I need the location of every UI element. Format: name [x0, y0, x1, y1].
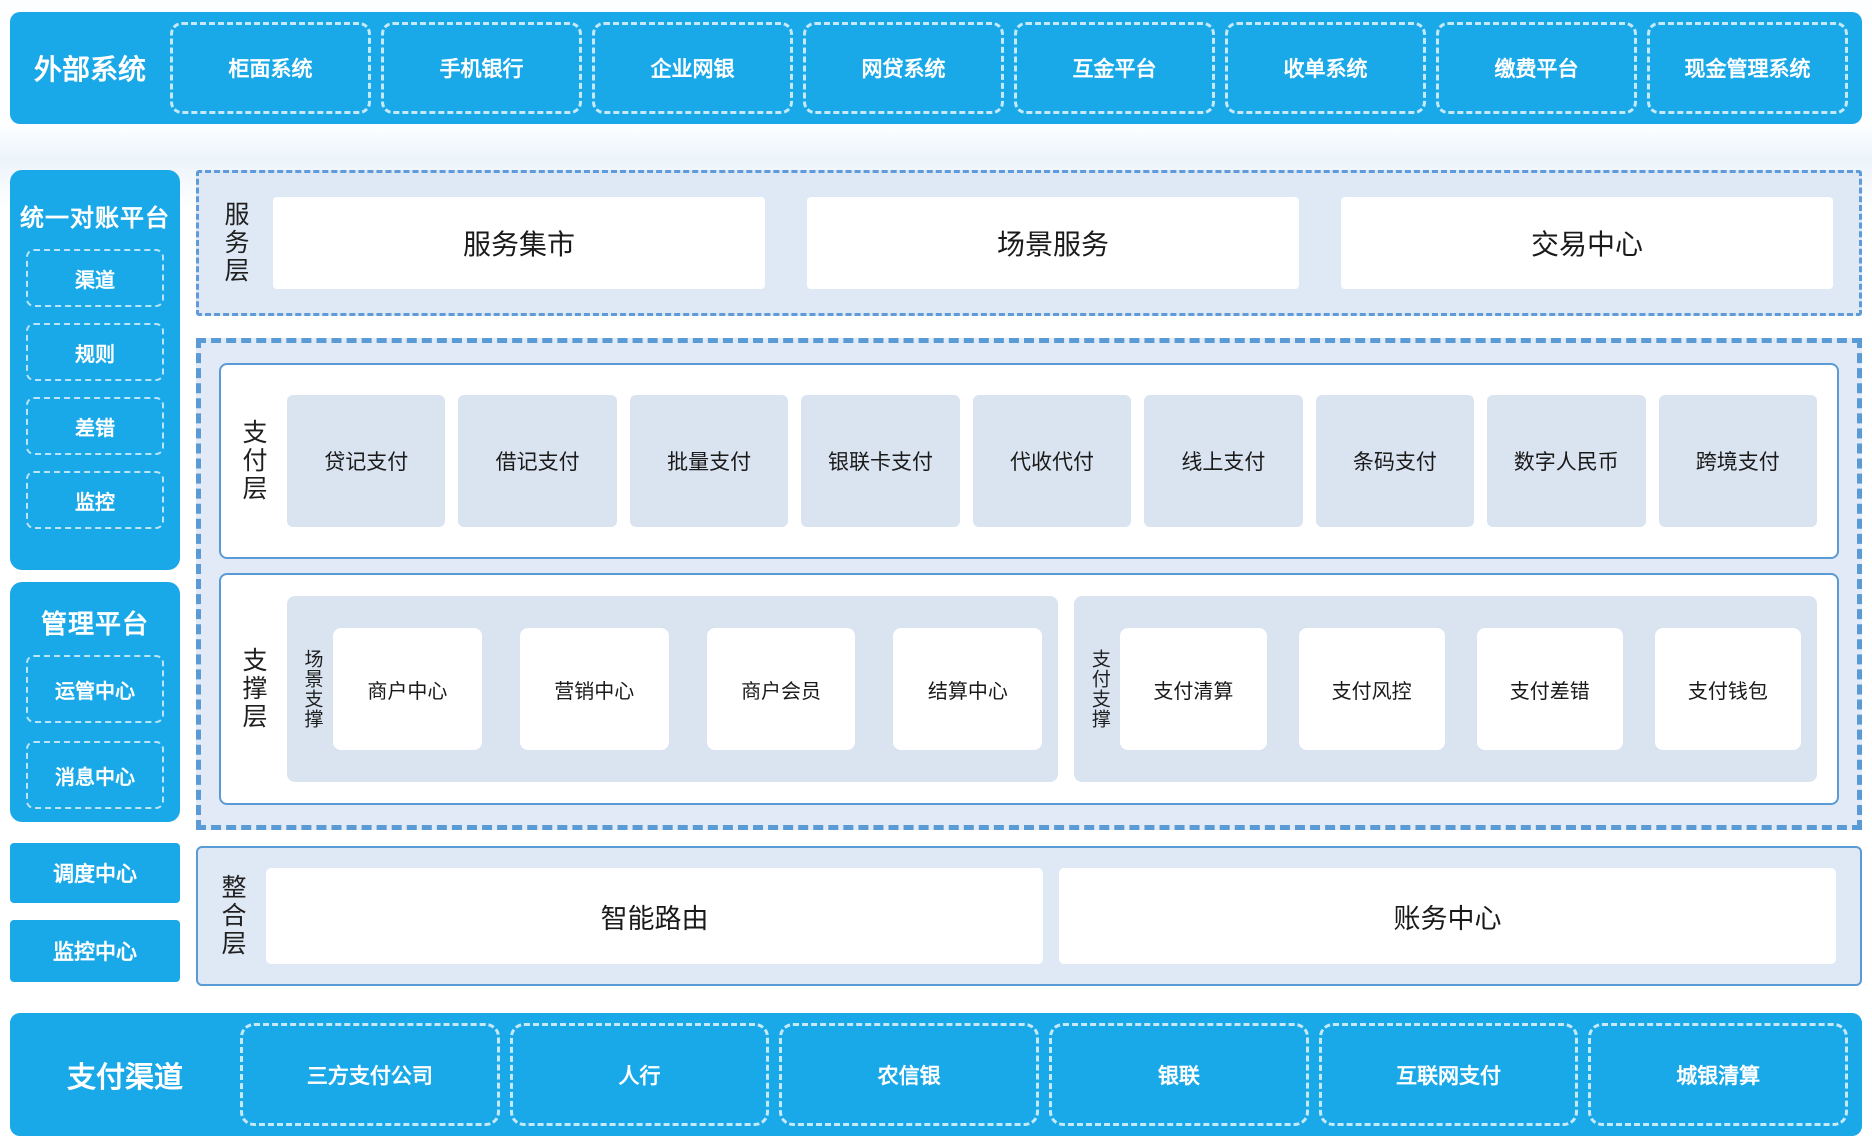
- payment-item: 跨境支付: [1658, 395, 1817, 527]
- payment-item: 批量支付: [629, 395, 789, 527]
- external-systems-items: 柜面系统 手机银行 企业网银 网贷系统 互金平台 收单系统 缴费平台 现金管理系…: [170, 22, 1848, 114]
- integration-layer-items: 智能路由 账务中心: [266, 868, 1836, 964]
- payment-layer-label: 支付层: [239, 419, 267, 503]
- payment-channel-item: 三方支付公司: [240, 1023, 500, 1126]
- payment-support-item: 支付风控: [1298, 628, 1445, 750]
- core-layers-container: 支付层 贷记支付 借记支付 批量支付 银联卡支付 代收代付 线上支付 条码支付 …: [196, 338, 1862, 830]
- service-layer-items: 服务集市 场景服务 交易中心: [273, 197, 1833, 289]
- scene-support-label: 场景支撑: [301, 649, 323, 729]
- scene-support-items: 商户中心 营销中心 商户会员 结算中心: [333, 628, 1043, 750]
- service-item: 服务集市: [273, 197, 765, 289]
- reconciliation-item: 规则: [26, 323, 164, 381]
- reconciliation-platform-card: 统一对账平台 渠道 规则 差错 监控: [10, 170, 180, 570]
- external-system-item: 缴费平台: [1436, 22, 1637, 114]
- dispatch-center-box: 调度中心: [10, 843, 180, 903]
- payment-item: 数字人民币: [1487, 395, 1646, 527]
- integration-layer-section: 整合层 智能路由 账务中心: [196, 846, 1862, 986]
- reconciliation-item: 渠道: [26, 249, 164, 307]
- payment-support-item: 支付差错: [1476, 628, 1623, 750]
- payment-channel-item: 银联: [1049, 1023, 1309, 1126]
- left-sidebar: 统一对账平台 渠道 规则 差错 监控 管理平台 运管中心 消息中心 调度中心 监…: [10, 170, 180, 986]
- external-system-item: 互金平台: [1014, 22, 1215, 114]
- payment-support-item: 支付清算: [1120, 628, 1267, 750]
- service-layer-label: 服务层: [221, 201, 249, 285]
- external-system-item: 手机银行: [381, 22, 582, 114]
- external-system-item: 网贷系统: [803, 22, 1004, 114]
- payment-item: 代收代付: [972, 395, 1132, 527]
- payment-support-items: 支付清算 支付风控 支付差错 支付钱包: [1120, 628, 1802, 750]
- integration-layer-label: 整合层: [218, 874, 246, 958]
- payment-support-item: 支付钱包: [1654, 628, 1802, 750]
- payment-layer-section: 支付层 贷记支付 借记支付 批量支付 银联卡支付 代收代付 线上支付 条码支付 …: [219, 363, 1839, 559]
- external-systems-title: 外部系统: [33, 54, 146, 85]
- payment-item: 条码支付: [1315, 395, 1475, 527]
- management-platform-card: 管理平台 运管中心 消息中心: [10, 582, 180, 822]
- service-item: 场景服务: [807, 197, 1299, 289]
- payment-channel-item: 城银清算: [1588, 1023, 1849, 1126]
- payment-channel-item: 人行: [509, 1023, 770, 1126]
- payment-layer-items: 贷记支付 借记支付 批量支付 银联卡支付 代收代付 线上支付 条码支付 数字人民…: [287, 395, 1817, 527]
- payment-channels-title: 支付渠道: [66, 1061, 183, 1094]
- management-platform-title: 管理平台: [40, 609, 149, 639]
- payment-item: 线上支付: [1144, 395, 1303, 527]
- payment-channels-items: 三方支付公司 人行 农信银 银联 互联网支付 城银清算: [240, 1023, 1849, 1126]
- scene-support-item: 结算中心: [893, 628, 1043, 750]
- management-item: 消息中心: [26, 741, 164, 809]
- scene-support-item: 商户会员: [706, 628, 856, 750]
- payment-item: 贷记支付: [287, 395, 446, 527]
- support-layer-label: 支撑层: [239, 647, 267, 731]
- service-item: 交易中心: [1341, 197, 1833, 289]
- support-layer-groups: 场景支撑 商户中心 营销中心 商户会员 结算中心 支付支撑 支付清算: [287, 596, 1817, 782]
- external-system-item: 现金管理系统: [1647, 22, 1848, 114]
- payment-support-panel: 支付支撑 支付清算 支付风控 支付差错 支付钱包: [1074, 596, 1817, 782]
- external-system-item: 收单系统: [1225, 22, 1426, 114]
- reconciliation-item: 监控: [26, 471, 164, 529]
- main-column: 服务层 服务集市 场景服务 交易中心 支付层 贷记支付 借记支付 批量支付 银联…: [196, 170, 1862, 986]
- payment-channel-item: 互联网支付: [1318, 1023, 1579, 1126]
- integration-item: 账务中心: [1059, 868, 1836, 964]
- monitor-center-box: 监控中心: [10, 920, 180, 982]
- external-system-item: 柜面系统: [170, 22, 371, 114]
- external-system-item: 企业网银: [592, 22, 793, 114]
- reconciliation-platform-title: 统一对账平台: [20, 205, 170, 232]
- payment-channels-banner: 支付渠道 三方支付公司 人行 农信银 银联 互联网支付 城银清算: [10, 1013, 1862, 1136]
- payment-item: 银联卡支付: [801, 395, 960, 527]
- payment-item: 借记支付: [458, 395, 617, 527]
- external-systems-banner: 外部系统 柜面系统 手机银行 企业网银 网贷系统 互金平台 收单系统 缴费平台 …: [10, 12, 1862, 124]
- middle-region: 统一对账平台 渠道 规则 差错 监控 管理平台 运管中心 消息中心 调度中心 监…: [10, 170, 1862, 986]
- management-item: 运管中心: [26, 655, 164, 723]
- payment-support-label: 支付支撑: [1088, 649, 1110, 729]
- scene-support-panel: 场景支撑 商户中心 营销中心 商户会员 结算中心: [287, 596, 1059, 782]
- scene-support-item: 营销中心: [519, 628, 669, 750]
- payment-channel-item: 农信银: [779, 1023, 1040, 1126]
- service-layer-section: 服务层 服务集市 场景服务 交易中心: [196, 170, 1862, 316]
- support-layer-section: 支撑层 场景支撑 商户中心 营销中心 商户会员 结算中心: [219, 573, 1839, 805]
- scene-support-item: 商户中心: [333, 628, 482, 750]
- reconciliation-item: 差错: [26, 397, 164, 455]
- integration-item: 智能路由: [266, 868, 1043, 964]
